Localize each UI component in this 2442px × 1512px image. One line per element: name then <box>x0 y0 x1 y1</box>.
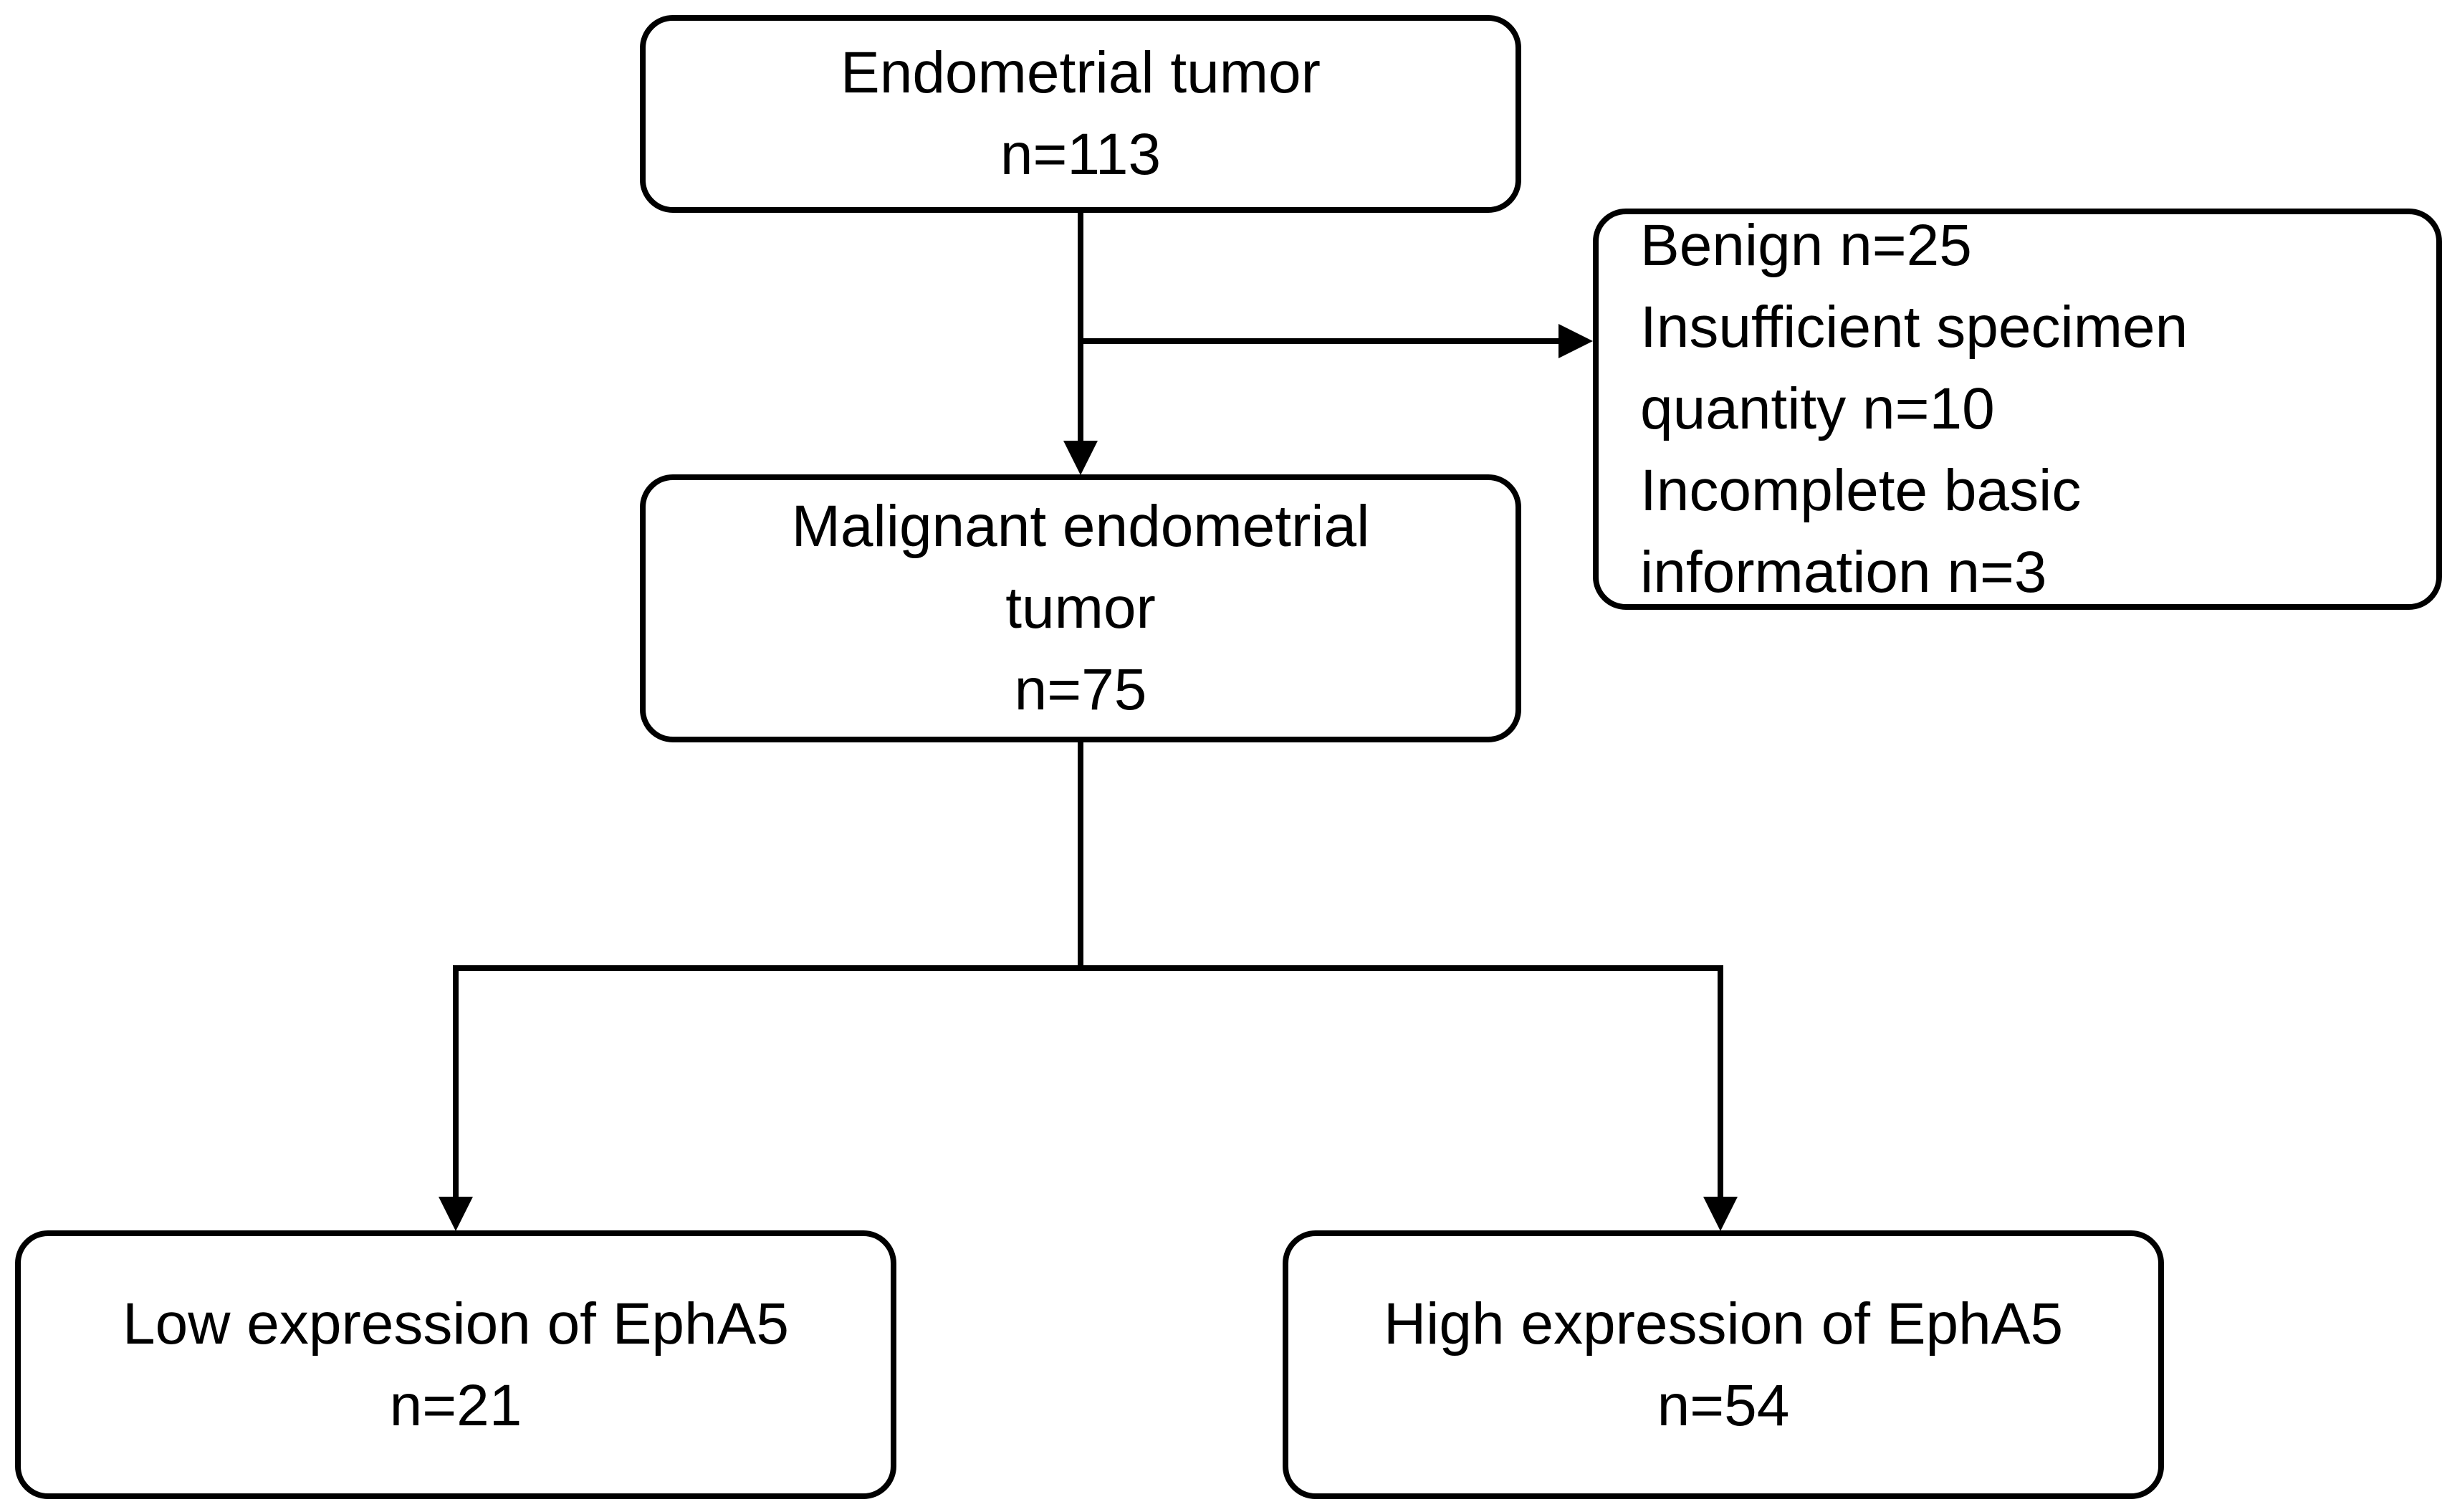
node-malignant-endometrial-tumor: Malignant endometrial tumor n=75 <box>640 474 1521 742</box>
node-malignant-title-line1: Malignant endometrial <box>791 494 1370 559</box>
excluded-benign: Benign n=25 <box>1640 213 1972 278</box>
node-endometrial-tumor-count: n=113 <box>1000 122 1162 187</box>
excluded-insufficient-line1: Insufficient specimen <box>1640 295 2188 360</box>
node-high-title: High expression of EphA5 <box>1383 1291 2064 1357</box>
node-endometrial-tumor-title: Endometrial tumor <box>841 40 1321 105</box>
node-endometrial-tumor: Endometrial tumor n=113 <box>640 15 1521 213</box>
excluded-incomplete-line1: Incomplete basic <box>1640 458 2082 523</box>
node-low-expression-epha5: Low expression of EphA5 n=21 <box>15 1230 896 1499</box>
excluded-incomplete-line2: information n=3 <box>1640 540 2047 605</box>
node-excluded-cases: Benign n=25 Insufficient specimen quanti… <box>1593 209 2442 610</box>
node-low-count: n=21 <box>389 1372 522 1438</box>
node-high-expression-epha5: High expression of EphA5 n=54 <box>1283 1230 2164 1499</box>
node-malignant-title-line2: tumor <box>1005 575 1156 641</box>
node-high-count: n=54 <box>1657 1372 1790 1438</box>
excluded-insufficient-line2: quantity n=10 <box>1640 376 1995 441</box>
node-low-title: Low expression of EphA5 <box>123 1291 789 1357</box>
node-malignant-count: n=75 <box>1014 657 1147 722</box>
